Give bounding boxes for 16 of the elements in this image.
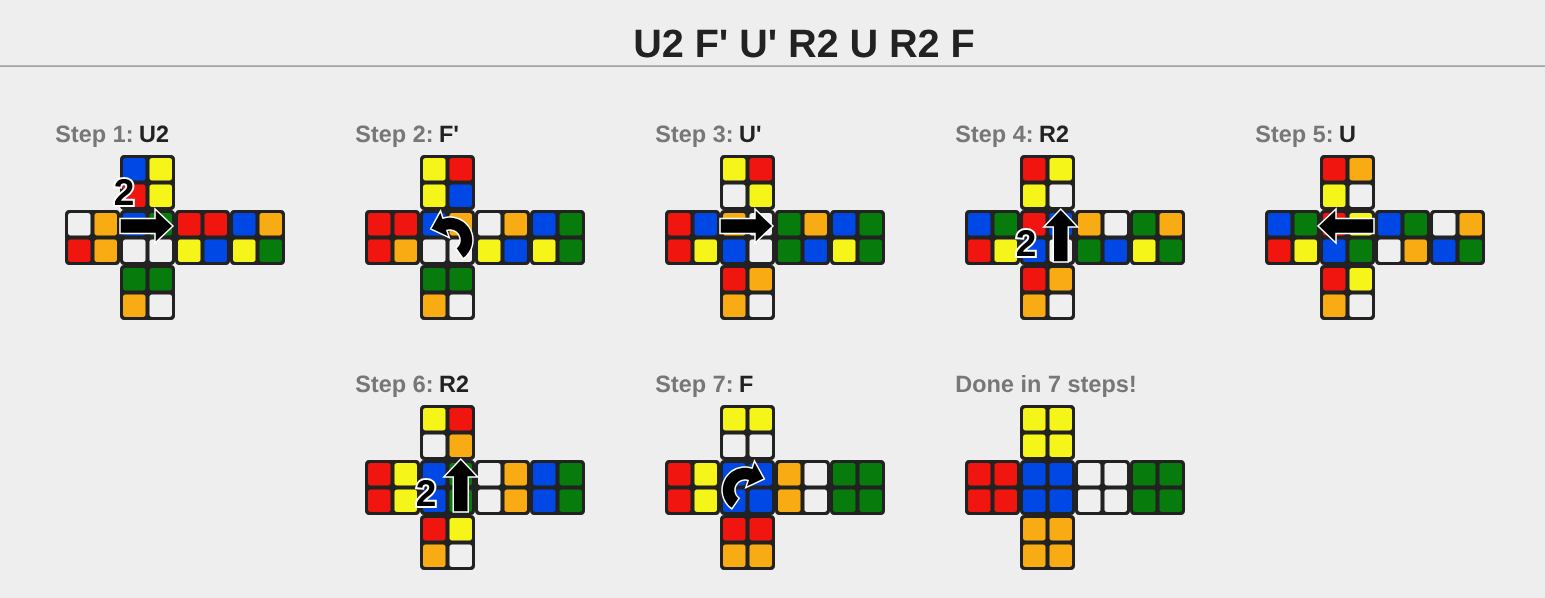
step-label: Step 1:	[55, 125, 132, 147]
step-label: Step 7:	[655, 375, 732, 397]
move-label: R2	[1040, 125, 1069, 142]
step-label: Step 5:	[1255, 125, 1332, 147]
step-label: Step 4:	[955, 125, 1032, 147]
move-label: F'	[440, 125, 458, 142]
step-label: Step 6:	[355, 375, 432, 397]
move-label: U2	[140, 125, 169, 143]
title: U2 F' U' R2 U R2 F	[635, 29, 974, 58]
move-label: F	[740, 375, 753, 392]
step-label: Done in 7 steps!	[956, 375, 1135, 397]
move-label: R2	[440, 375, 469, 392]
move-label: U	[1340, 125, 1355, 143]
step-label: Step 3:	[655, 125, 732, 147]
step-label: Step 2:	[355, 125, 432, 147]
move-label: U'	[740, 125, 761, 143]
